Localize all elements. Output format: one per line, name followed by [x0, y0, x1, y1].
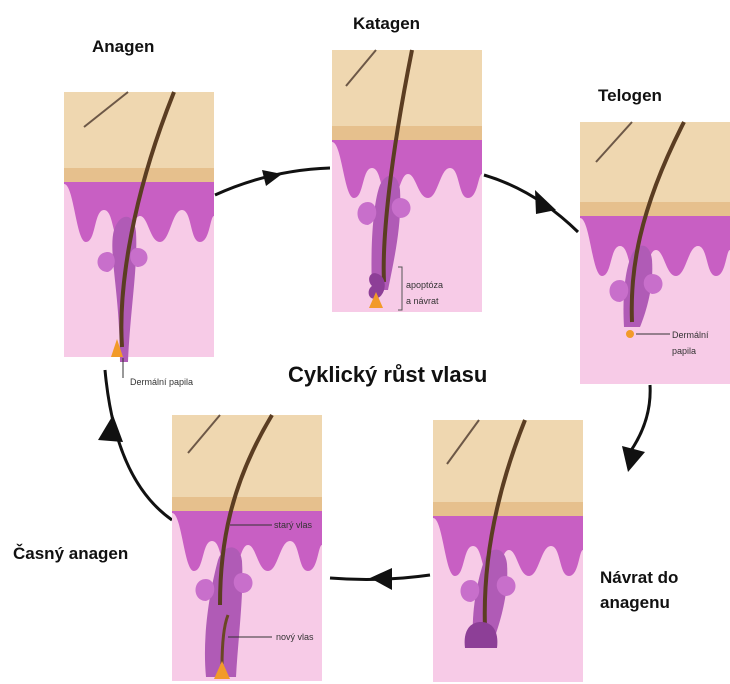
- annotation-apoptosis-line1: apoptóza: [406, 280, 443, 290]
- arrow-early-anagen-to-anagen-head: [98, 415, 123, 442]
- label-katagen: Katagen: [353, 14, 420, 33]
- arrow-return-to-early-anagen-head: [370, 568, 392, 590]
- label-telogen: Telogen: [598, 86, 662, 105]
- label-return-line2: anagenu: [600, 593, 670, 612]
- panel-telogen: [580, 122, 730, 384]
- label-early-anagen: Časný anagen: [13, 544, 128, 563]
- panel-anagen: [64, 92, 214, 362]
- label-return-line1: Návrat do: [600, 568, 678, 587]
- annotation-telogen-papilla-line1: Dermální: [672, 330, 709, 340]
- panel-katagen: [332, 50, 482, 312]
- arrow-early-anagen-to-anagen: [105, 370, 172, 520]
- arrow-anagen-to-katagen: [215, 168, 330, 195]
- annotation-apoptosis-line2: a návrat: [406, 296, 439, 306]
- label-anagen: Anagen: [92, 37, 154, 56]
- panel-return-to-anagen: [433, 420, 583, 682]
- arrow-telogen-to-return: [630, 385, 650, 452]
- annotation-new-hair: nový vlas: [276, 632, 314, 642]
- arrow-telogen-to-return-head: [622, 446, 645, 472]
- annotation-old-hair: starý vlas: [274, 520, 313, 530]
- arrow-anagen-to-katagen-head: [262, 170, 282, 186]
- center-title: Cyklický růst vlasu: [288, 362, 487, 387]
- arrow-katagen-to-telogen: [484, 175, 578, 232]
- arrow-katagen-to-telogen-head: [535, 190, 556, 214]
- annotation-dermal-papilla: Dermální papila: [130, 377, 193, 387]
- annotation-telogen-papilla-line2: papila: [672, 346, 696, 356]
